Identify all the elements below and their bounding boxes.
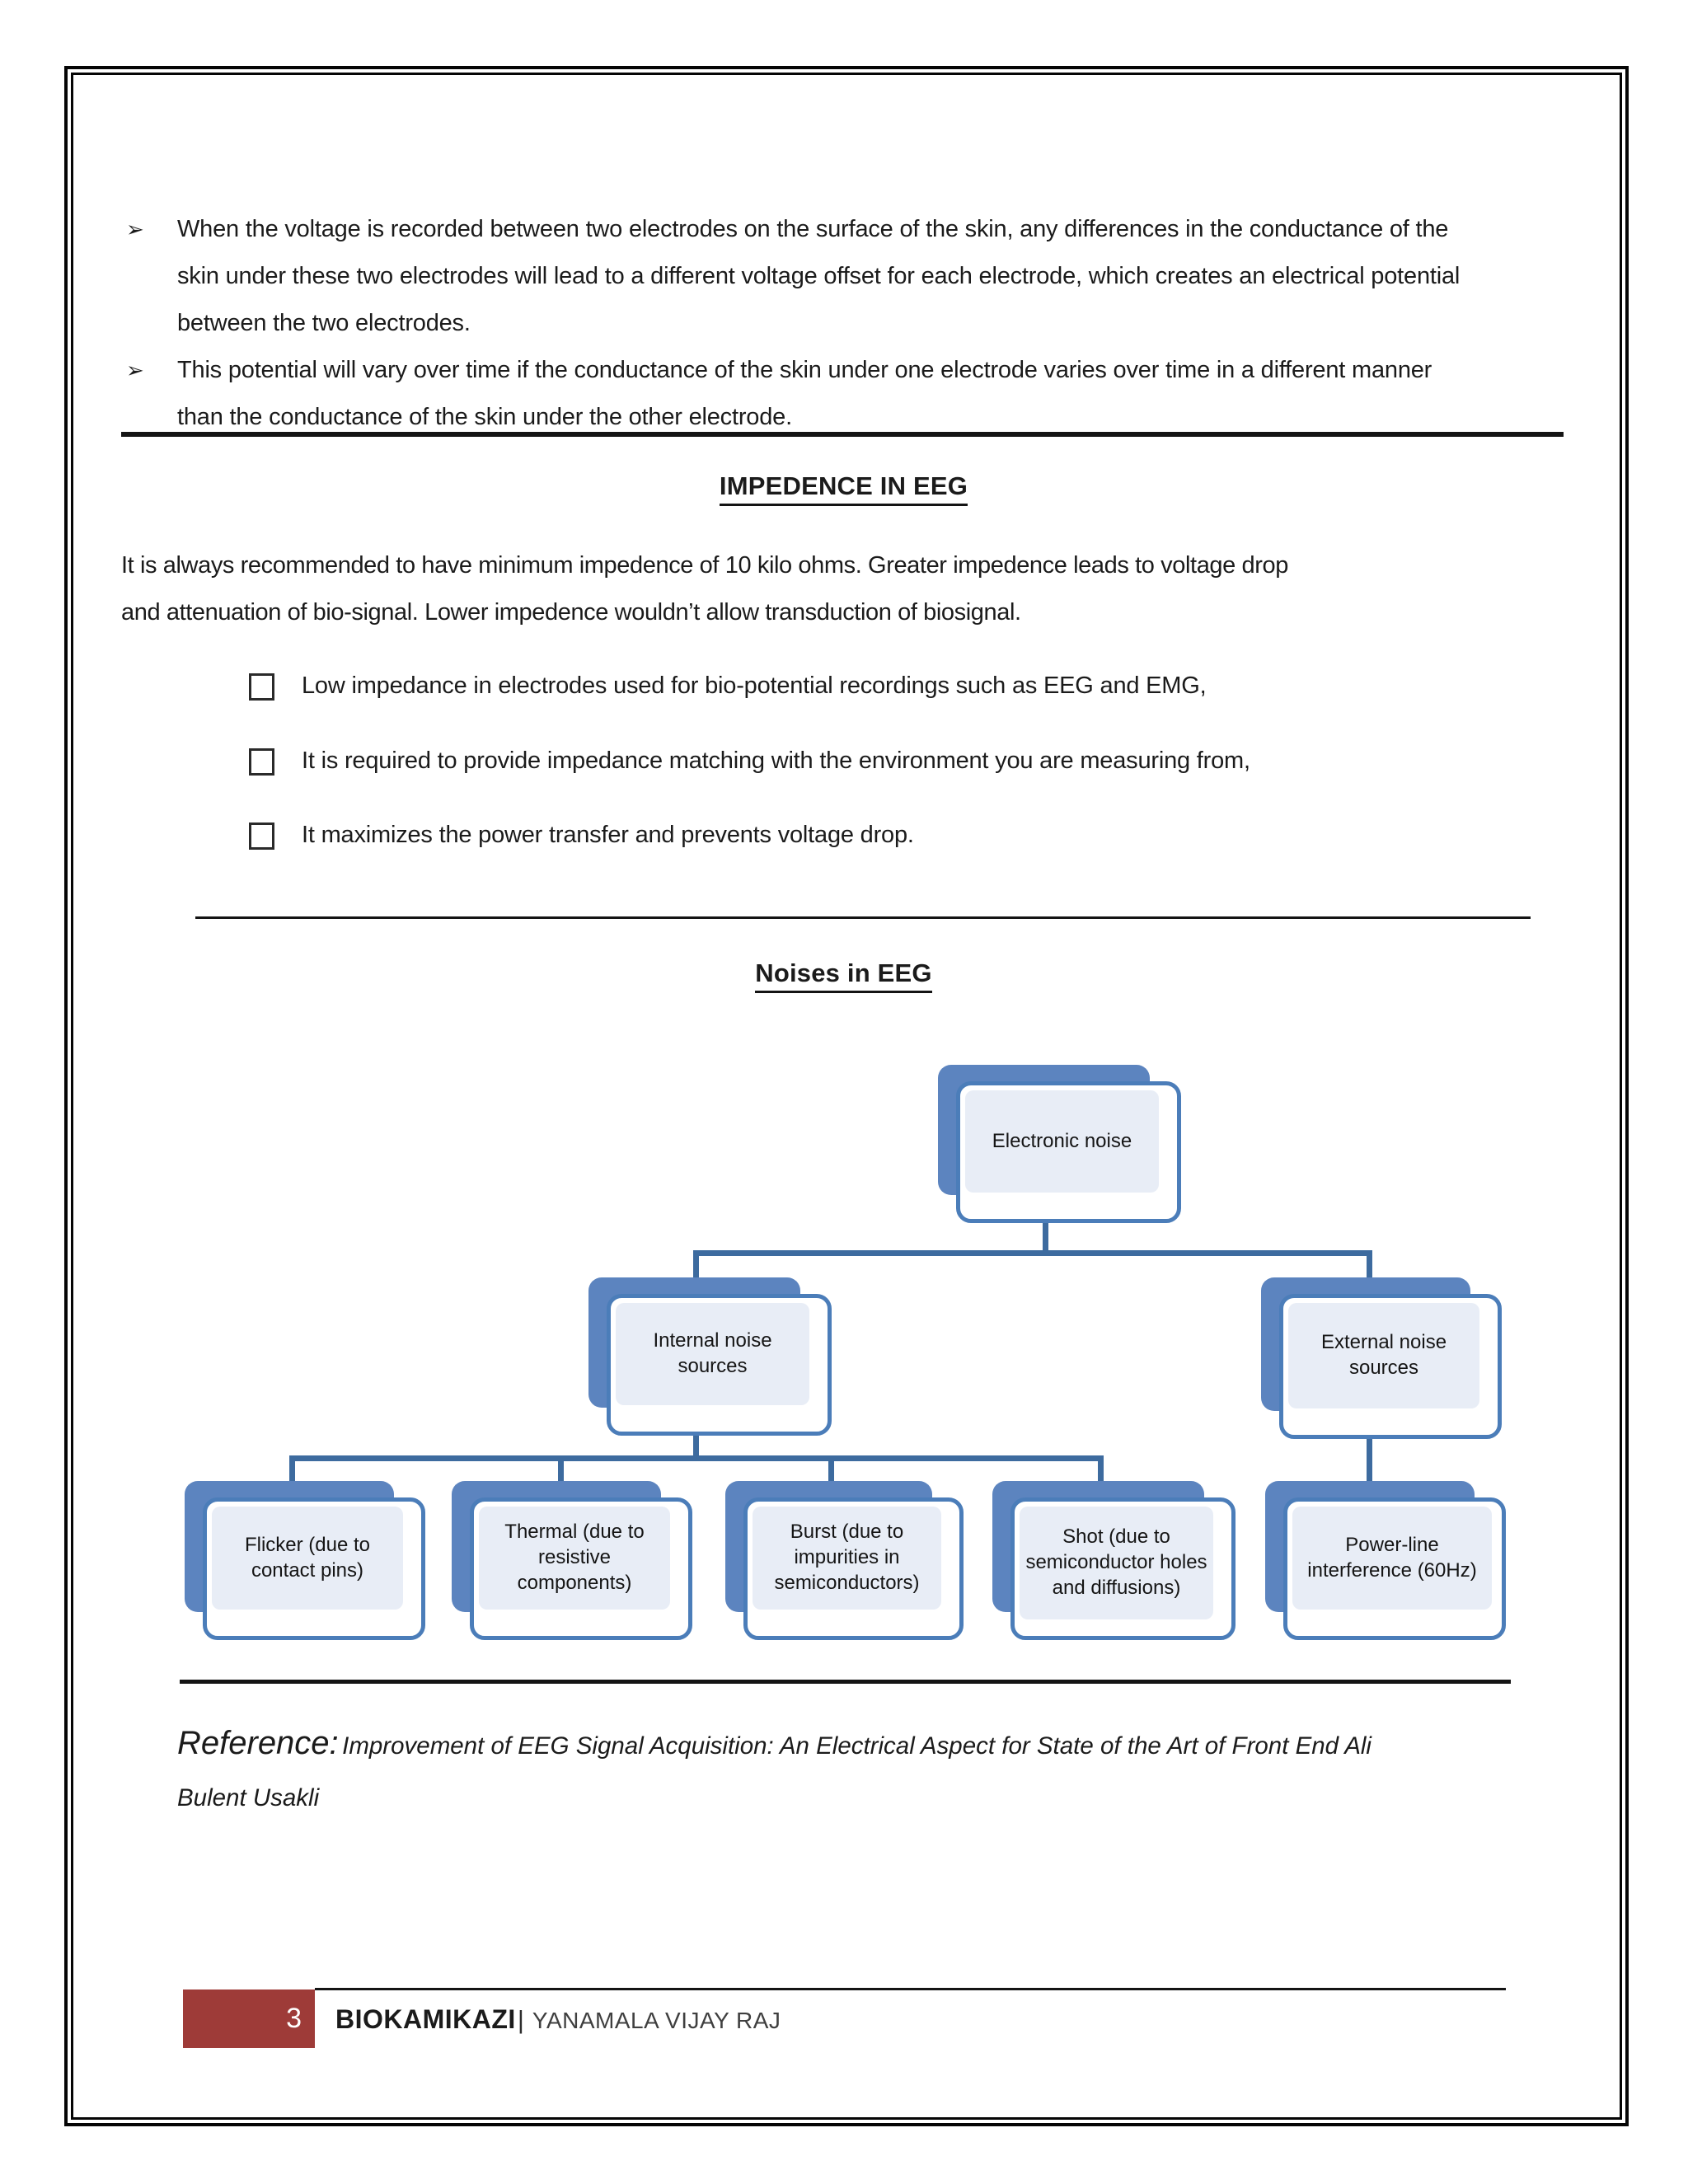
page-number: 3 <box>286 2003 302 2034</box>
bullet-text: This potential will vary over time if th… <box>177 357 1432 430</box>
node-flicker: Flicker (due to contact pins) <box>185 1481 425 1640</box>
checkbox-icon <box>249 748 274 776</box>
checklist-text: It is required to provide impedance matc… <box>302 748 1250 774</box>
node-front: Burst (due to impurities in semiconducto… <box>743 1497 964 1640</box>
footer-brand: BIOKAMIKAZI <box>335 2004 516 2034</box>
connector <box>558 1455 564 1487</box>
impedence-paragraph: It is always recommended to have minimum… <box>121 552 1288 626</box>
footer-rule <box>315 1988 1506 1990</box>
list-item: Low impedance in electrodes used for bio… <box>249 669 1207 702</box>
list-item: It is required to provide impedance matc… <box>249 744 1250 777</box>
footer-text: BIOKAMIKAZI | YANAMALA VIJAY RAJ <box>335 1990 781 2048</box>
node-label: Flicker (due to contact pins) <box>244 1533 371 1582</box>
list-item: It maximizes the power transfer and prev… <box>249 818 914 851</box>
divider-medium <box>180 1680 1511 1684</box>
connector <box>1098 1455 1104 1487</box>
page-border-inner <box>71 73 1622 2120</box>
connector <box>1367 1250 1372 1282</box>
reference-text: Improvement of EEG Signal Acquisition: A… <box>177 1732 1372 1811</box>
reference-label: Reference: <box>177 1725 339 1761</box>
node-panel: Burst (due to impurities in semiconducto… <box>753 1507 941 1610</box>
connector <box>1367 1436 1372 1487</box>
node-front: Internal noise sources <box>607 1294 832 1436</box>
node-panel: Shot (due to semiconductor holes and dif… <box>1020 1507 1213 1619</box>
node-label: Thermal (due to resistive components) <box>504 1521 645 1594</box>
checkbox-icon <box>249 673 274 701</box>
node-label: Burst (due to impurities in semiconducto… <box>774 1521 920 1594</box>
node-internal-noise-sources: Internal noise sources <box>588 1277 832 1436</box>
node-front: Shot (due to semiconductor holes and dif… <box>1010 1497 1236 1640</box>
arrow-bullet-icon: ➢ <box>126 359 144 383</box>
node-front: Thermal (due to resistive components) <box>470 1497 692 1640</box>
node-label: Shot (due to semiconductor holes and dif… <box>1025 1526 1207 1599</box>
node-front: External noise sources <box>1279 1294 1502 1439</box>
bullet-text: When the voltage is recorded between two… <box>177 216 1461 336</box>
node-label: Electronic noise <box>992 1129 1132 1152</box>
list-item: ➢ When the voltage is recorded between t… <box>126 206 1465 347</box>
connector <box>289 1455 295 1487</box>
connector <box>693 1431 699 1460</box>
node-shot: Shot (due to semiconductor holes and dif… <box>992 1481 1236 1640</box>
node-power-line: Power-line interference (60Hz) <box>1265 1481 1506 1640</box>
checkbox-icon <box>249 823 274 850</box>
page-border <box>64 66 1629 2126</box>
bullet-list: ➢ When the voltage is recorded between t… <box>126 206 1465 441</box>
checklist-text: Low impedance in electrodes used for bio… <box>302 673 1207 699</box>
node-panel: Flicker (due to contact pins) <box>212 1507 403 1610</box>
node-label: Internal noise sources <box>653 1329 772 1377</box>
noises-heading-row: Noises in EEG <box>121 958 1566 993</box>
checklist-text: It maximizes the power transfer and prev… <box>302 822 914 848</box>
node-panel: External noise sources <box>1288 1303 1479 1408</box>
node-panel: Electronic noise <box>965 1090 1159 1193</box>
connector <box>693 1250 1372 1256</box>
divider-thin <box>195 916 1531 919</box>
node-front: Power-line interference (60Hz) <box>1283 1497 1506 1640</box>
node-front: Electronic noise <box>956 1081 1181 1223</box>
connector <box>693 1250 699 1282</box>
section-heading: Noises in EEG <box>755 958 932 993</box>
node-burst: Burst (due to impurities in semiconducto… <box>725 1481 964 1640</box>
connector <box>1043 1203 1048 1256</box>
node-electronic-noise: Electronic noise <box>938 1065 1181 1223</box>
page-number-badge: 3 <box>183 1990 315 2048</box>
list-item: ➢ This potential will vary over time if … <box>126 347 1465 441</box>
divider-thick <box>121 432 1564 437</box>
arrow-bullet-icon: ➢ <box>126 218 144 242</box>
node-panel: Power-line interference (60Hz) <box>1292 1507 1492 1610</box>
connector <box>828 1455 834 1487</box>
footer-author: YANAMALA VIJAY RAJ <box>532 2008 781 2033</box>
footer-separator: | <box>517 2005 524 2034</box>
section-heading: IMPEDENCE IN EEG <box>719 471 968 506</box>
reference-block: Reference: Improvement of EEG Signal Acq… <box>177 1719 1447 1826</box>
node-external-noise-sources: External noise sources <box>1261 1277 1502 1439</box>
impedence-heading-row: IMPEDENCE IN EEG <box>121 471 1566 506</box>
node-thermal: Thermal (due to resistive components) <box>452 1481 692 1640</box>
node-label: External noise sources <box>1320 1331 1447 1379</box>
node-panel: Internal noise sources <box>616 1303 809 1405</box>
node-front: Flicker (due to contact pins) <box>203 1497 425 1640</box>
node-label: Power-line interference (60Hz) <box>1307 1533 1477 1582</box>
node-panel: Thermal (due to resistive components) <box>479 1507 670 1610</box>
connector <box>289 1455 1104 1461</box>
